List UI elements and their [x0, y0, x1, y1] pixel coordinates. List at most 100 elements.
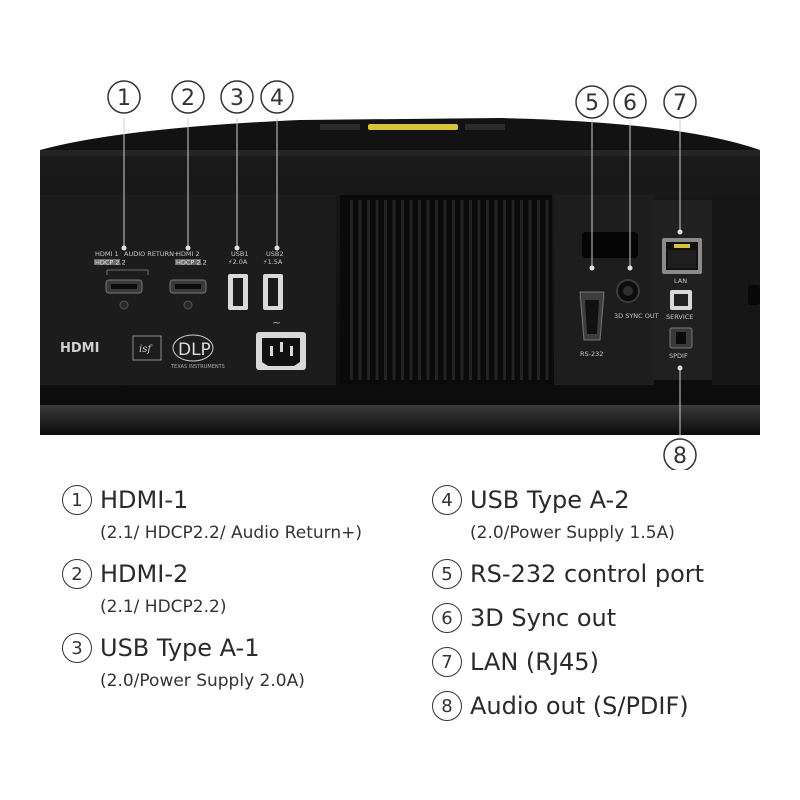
texas-instruments-logo: TEXAS INSTRUMENTS — [170, 364, 225, 370]
spdif-optical-port — [669, 327, 693, 349]
vent-slat — [494, 200, 498, 380]
vent-slat — [452, 200, 455, 380]
ir-window — [582, 232, 638, 258]
legend-item-hdmi-2: 2 HDMI-2 (2.1/ HDCP2.2) — [62, 558, 442, 618]
hdmi1-hdcp-tag: HDCP 2.2 — [95, 259, 126, 267]
legend-number: 7 — [432, 647, 462, 677]
legend-item-audio-out: 8 Audio out (S/PDIF) — [432, 690, 800, 722]
callout-4: 4 — [260, 80, 294, 114]
legend-title: USB Type A-1 — [100, 634, 260, 662]
callout-8: 8 — [663, 438, 697, 470]
legend-subtitle: (2.1/ HDCP2.2) — [100, 597, 227, 617]
legend-title: HDMI-1 — [100, 486, 189, 514]
legend-item-usb-a-1: 3 USB Type A-1 (2.0/Power Supply 2.0A) — [62, 632, 442, 692]
callout-2: 2 — [171, 80, 205, 114]
usb2-power-label: ⚡1.5A — [263, 258, 283, 266]
hdmi2-screw — [183, 300, 193, 310]
vent-slat — [537, 200, 540, 380]
svg-text:1: 1 — [117, 86, 131, 111]
ac-power-inlet — [256, 332, 306, 370]
vent-slat — [358, 200, 362, 380]
legend-item-3d-sync: 6 3D Sync out — [432, 602, 800, 634]
top-accent-strip — [368, 124, 458, 130]
callout-7: 7 — [663, 85, 697, 119]
hdmi2-hdcp-tag: HDCP 2.2 — [176, 259, 207, 267]
legend-number: 4 — [432, 485, 462, 515]
vent-slat — [384, 200, 387, 380]
svg-text:6: 6 — [623, 91, 637, 116]
callout-5: 5 — [575, 85, 609, 119]
usb1-port-label: USB1 — [231, 250, 248, 258]
svg-text:8: 8 — [673, 444, 687, 469]
vent-slat — [409, 200, 413, 380]
legend-item-rs232: 5 RS-232 control port — [432, 558, 800, 590]
hdmi-logo: HDMI — [60, 341, 99, 356]
usb2-port — [263, 274, 283, 310]
lan-label: LAN — [674, 277, 687, 285]
legend-number: 3 — [62, 633, 92, 663]
legend-title: USB Type A-2 — [470, 486, 630, 514]
rs232-port — [579, 291, 605, 341]
port-legend-right: 4 USB Type A-2 (2.0/Power Supply 1.5A) 5… — [432, 484, 800, 722]
sync-out-label: 3D SYNC OUT — [614, 312, 659, 320]
vent-slat — [426, 200, 430, 380]
vent-slat — [545, 200, 549, 380]
legend-subtitle: (2.0/Power Supply 2.0A) — [100, 671, 305, 691]
vent-slat — [469, 200, 472, 380]
vent-grille — [350, 200, 549, 380]
ac-symbol: ~ — [272, 316, 281, 329]
vent-slat — [435, 200, 438, 380]
hdmi1-port — [105, 279, 143, 294]
projector-rear-panel-photo: HDMI 1 HDCP 2.2 AUDIO RETURN+ HDMI 2 HDC… — [40, 80, 760, 470]
svg-text:7: 7 — [673, 91, 687, 116]
legend-number: 8 — [432, 691, 462, 721]
legend-title: LAN (RJ45) — [470, 648, 599, 676]
hdmi2-port — [169, 279, 207, 294]
vent-slat — [350, 200, 353, 380]
isf-logo: isf — [139, 344, 153, 355]
port-legend-left: 1 HDMI-1 (2.1/ HDCP2.2/ Audio Return+) 2… — [62, 484, 442, 692]
vent-slat — [486, 200, 489, 380]
isf-logo-box — [132, 335, 162, 361]
svg-text:4: 4 — [270, 86, 284, 111]
svg-text:2: 2 — [181, 86, 195, 111]
vent-slat — [460, 200, 464, 380]
legend-title: 3D Sync out — [470, 604, 617, 632]
spdif-label: SPDIF — [669, 352, 688, 360]
dlp-logo: DLP — [178, 340, 211, 360]
legend-title: Audio out (S/PDIF) — [470, 692, 689, 720]
legend-item-hdmi-1: 1 HDMI-1 (2.1/ HDCP2.2/ Audio Return+) — [62, 484, 442, 544]
legend-item-usb-a-2: 4 USB Type A-2 (2.0/Power Supply 1.5A) — [432, 484, 800, 544]
vent-slat — [528, 200, 532, 380]
callout-leader-lines — [123, 118, 681, 440]
legend-subtitle: (2.0/Power Supply 1.5A) — [470, 523, 675, 543]
projector-top-shell — [40, 118, 760, 150]
vent-slat — [477, 200, 481, 380]
vent-slat — [392, 200, 396, 380]
legend-number: 1 — [62, 485, 92, 515]
hdmi2-port-label: HDMI 2 — [176, 250, 200, 258]
usb1-port — [228, 274, 248, 310]
dlp-logo-ring — [172, 334, 214, 362]
vent-slat — [375, 200, 379, 380]
hdmi1-port-label: HDMI 1 — [95, 250, 119, 258]
usb2-port-label: USB2 — [266, 250, 283, 258]
callout-3: 3 — [220, 80, 254, 114]
3d-sync-out-jack — [616, 279, 640, 303]
legend-item-lan: 7 LAN (RJ45) — [432, 646, 800, 678]
vent-slat — [503, 200, 506, 380]
legend-title: RS-232 control port — [470, 560, 705, 588]
legend-number: 5 — [432, 559, 462, 589]
legend-title: HDMI-2 — [100, 560, 189, 588]
hdmi1-screw — [119, 300, 129, 310]
usb1-power-label: ⚡2.0A — [228, 258, 248, 266]
lan-port — [662, 238, 702, 274]
vent-slat — [367, 200, 370, 380]
legend-subtitle: (2.1/ HDCP2.2/ Audio Return+) — [100, 523, 362, 543]
vent-slat — [418, 200, 421, 380]
vent-slat — [511, 200, 515, 380]
svg-text:3: 3 — [230, 86, 244, 111]
vent-slat — [520, 200, 523, 380]
callout-1: 1 — [107, 80, 141, 114]
service-label: SERVICE — [666, 313, 693, 321]
